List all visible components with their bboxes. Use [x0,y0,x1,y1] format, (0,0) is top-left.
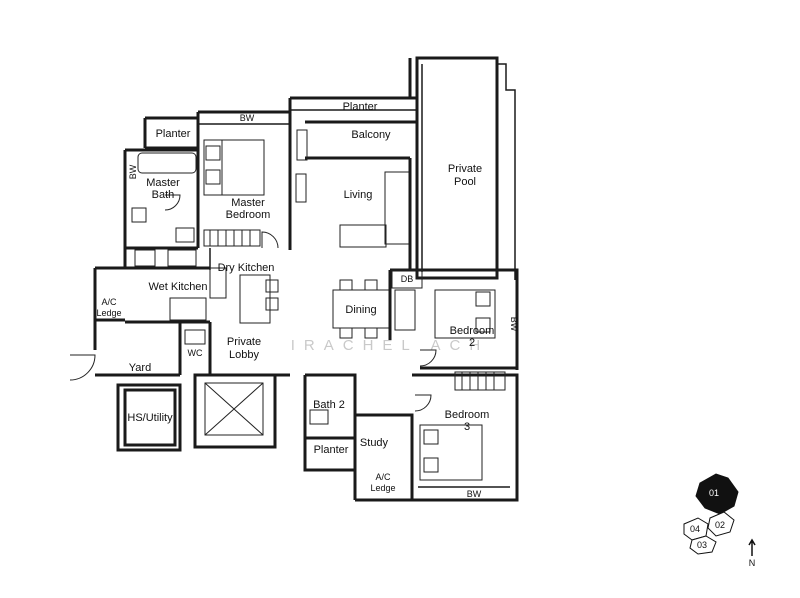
label-master-bath-l2: Bath [152,189,175,201]
label-dry-kitchen: Dry Kitchen [218,262,275,274]
master-bath [123,148,200,268]
key-plan-unit-02 [707,511,735,537]
key-plan-label-04: 04 [690,524,700,534]
label-balcony: Balcony [351,129,391,141]
label-bedroom2-l2: 2 [469,337,475,349]
label-private-lobby-l1: Private [227,336,261,348]
label-private-pool-l1: Private [448,163,482,175]
north-label: N [749,558,756,568]
label-master-bedroom-l1: Master [231,197,265,209]
label-planter-bottom: Planter [314,444,349,456]
label-bw-bottom: BW [467,489,482,499]
key-plan: 01 04 02 03 N [683,473,756,568]
label-yard: Yard [129,362,151,374]
label-bedroom3-l2: 3 [464,421,470,433]
kitchen-area [93,248,279,350]
label-wet-kitchen: Wet Kitchen [148,281,207,293]
key-plan-label-01: 01 [709,488,719,498]
label-master-bedroom-l2: Bedroom [226,209,271,221]
label-study: Study [360,437,389,449]
label-ac-ledge-left-l1: A/C [101,297,117,307]
label-master-bath-l1: Master [146,177,180,189]
label-ac-ledge-bottom-l2: Ledge [370,483,395,493]
label-ac-ledge-left-l2: Ledge [96,308,121,318]
label-hs-utility: HS/Utility [127,412,173,424]
label-living: Living [344,189,373,201]
key-plan-unit-01 [695,473,739,515]
bath2-study [303,373,414,502]
key-plan-unit-03 [689,535,717,555]
label-wc: WC [188,348,203,358]
service-area [69,322,290,452]
living-area [295,158,412,270]
private-pool [408,56,516,280]
label-ac-ledge-bottom-l1: A/C [375,472,391,482]
dining-area [332,279,390,339]
label-bedroom2-l1: Bedroom [450,325,495,337]
key-plan-label-03: 03 [697,540,707,550]
bedroom-2 [388,268,519,370]
label-bw-right: BW [509,317,519,332]
bedroom-3 [412,371,519,502]
label-bedroom3-l1: Bedroom [445,409,490,421]
label-private-lobby-l2: Lobby [229,349,259,361]
label-db: DB [401,274,414,284]
label-planter-top: Planter [156,128,191,140]
label-private-pool-l2: Pool [454,176,476,188]
label-dining: Dining [345,304,376,316]
key-plan-label-02: 02 [715,520,725,530]
label-planter-balcony: Planter [343,101,378,113]
label-bath2: Bath 2 [313,399,345,411]
label-bw-top: BW [240,113,255,123]
north-arrow-icon [748,538,756,556]
balcony-area [288,96,417,250]
label-bw-left: BW [128,164,138,179]
